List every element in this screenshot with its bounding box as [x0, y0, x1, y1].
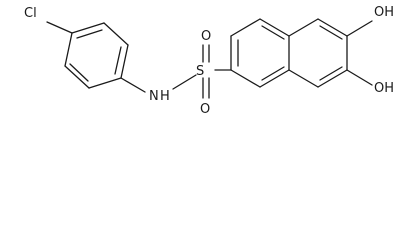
- bond: [64, 32, 73, 67]
- bond: [346, 20, 373, 37]
- bond: [120, 77, 146, 93]
- bond: [69, 63, 89, 82]
- bond: [317, 69, 348, 88]
- naphthalene-left-ring: [230, 18, 290, 88]
- chlorine-atom-label: Cl: [24, 6, 37, 21]
- bond: [172, 74, 197, 90]
- bond: [230, 18, 261, 37]
- bond: [230, 69, 261, 88]
- sulfonyl-oxygen-bottom-label: O: [200, 102, 210, 117]
- bond: [346, 69, 373, 86]
- sulfonyl-oxygen-top-label: O: [201, 29, 211, 44]
- bond: [88, 77, 122, 89]
- naphthalene-right-ring: [288, 18, 348, 88]
- chlorophenyl-ring: [64, 22, 129, 89]
- bond: [259, 18, 290, 37]
- bond: [71, 22, 105, 34]
- bond: [319, 25, 343, 40]
- sulfur-atom-label: S: [196, 64, 204, 79]
- hydroxyl-top-label: OH: [374, 5, 394, 20]
- bond: [261, 25, 285, 40]
- bond: [261, 66, 285, 81]
- bond: [103, 22, 129, 46]
- bond: [317, 18, 348, 37]
- bond: [46, 21, 73, 34]
- bond: [114, 46, 122, 75]
- bond: [64, 65, 90, 89]
- nitrogen-atom-label: N: [149, 89, 159, 104]
- chemical-structure-diagram: Cl N H S O O OH OH: [24, 5, 394, 117]
- bond: [120, 44, 129, 79]
- bond: [259, 69, 290, 88]
- bond: [319, 66, 343, 81]
- bond: [76, 29, 103, 39]
- bond: [288, 18, 319, 37]
- hydroxyl-bottom-label: OH: [374, 81, 394, 96]
- bond: [288, 69, 319, 88]
- nitrogen-hydrogen-label: H: [160, 89, 170, 104]
